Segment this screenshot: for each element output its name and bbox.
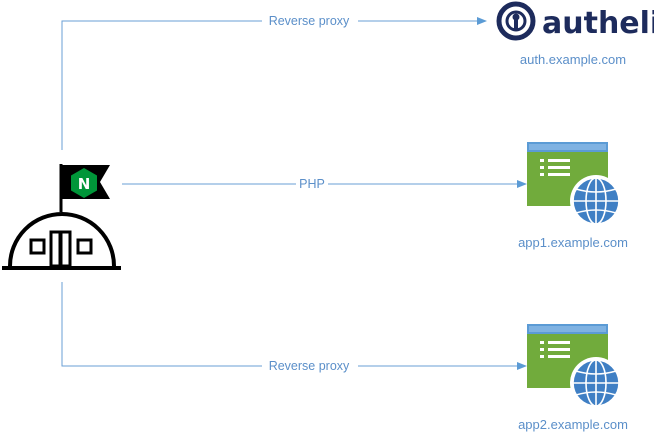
edge-to-app1: PHP bbox=[122, 177, 527, 192]
edge-label: PHP bbox=[299, 177, 325, 191]
app2-node: app2.example.com bbox=[518, 324, 628, 432]
edge-to-app2: Reverse proxy bbox=[61, 282, 527, 374]
nginx-logo-icon: N bbox=[71, 168, 97, 198]
edge-label: Reverse proxy bbox=[269, 14, 350, 28]
edge-label: Reverse proxy bbox=[269, 359, 350, 373]
web-app-globe-icon bbox=[527, 142, 622, 227]
svg-text:N: N bbox=[78, 175, 91, 193]
web-app-globe-icon bbox=[527, 324, 622, 409]
auth-node: authelia auth.example.com bbox=[496, 1, 654, 67]
node-label-auth: auth.example.com bbox=[520, 52, 626, 67]
nginx-bunker-icon: N bbox=[2, 164, 121, 270]
node-label-app1: app1.example.com bbox=[518, 235, 628, 250]
authelia-logo-icon bbox=[496, 1, 536, 41]
app1-node: app1.example.com bbox=[518, 142, 628, 250]
authelia-wordmark: authelia bbox=[542, 6, 654, 41]
edge-to-auth: Reverse proxy bbox=[61, 13, 487, 150]
connector-line bbox=[61, 282, 527, 370]
connector-line bbox=[61, 17, 487, 150]
node-label-app2: app2.example.com bbox=[518, 417, 628, 432]
